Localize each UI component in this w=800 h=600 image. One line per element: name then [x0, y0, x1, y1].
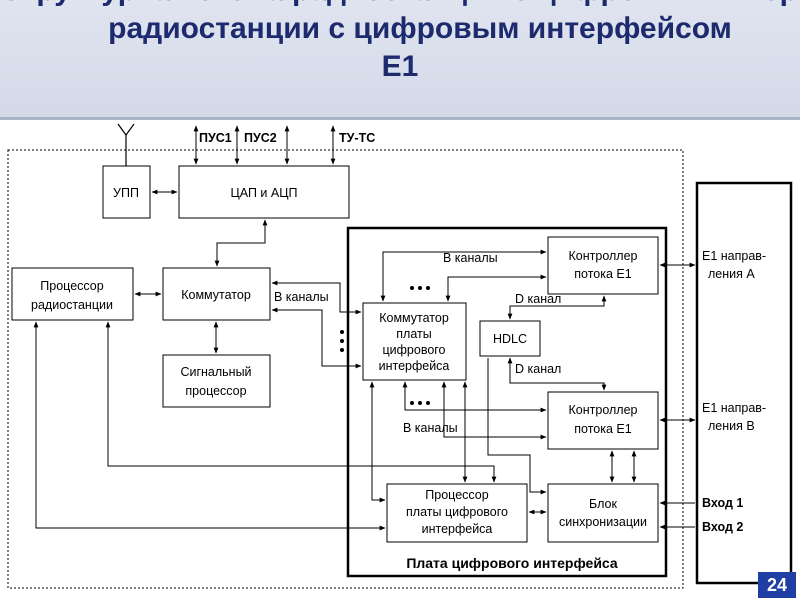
e1-controller-b-block — [547, 391, 659, 450]
e1-b-label-2: ления B — [708, 419, 755, 433]
upp-label: УПП — [113, 186, 139, 200]
pus2-label: ПУС2 — [244, 131, 277, 145]
input-1-label: Вход 1 — [702, 496, 743, 510]
board-processor-label-3: интерфейса — [422, 522, 493, 536]
radio-board-processor-link-1 — [33, 321, 386, 531]
board-switch-ctrl-a-link-2 — [445, 274, 547, 302]
d-channel-top-label: D канал — [515, 292, 561, 306]
ctrl-b-label-2: потока E1 — [574, 422, 631, 436]
b-channel-dots-top — [410, 286, 430, 290]
signal-processor-label-1: Сигнальный — [180, 365, 251, 379]
radio-processor-label-2: радиостанции — [31, 298, 113, 312]
ctrl-b-label-1: Контроллер — [569, 403, 638, 417]
input-2-label: Вход 2 — [702, 520, 743, 534]
page-number-badge: 24 — [758, 572, 796, 598]
board-switch-ctrl-a-link-1 — [380, 249, 547, 302]
e1-controller-a-block — [547, 236, 659, 295]
board-processor-block — [386, 483, 528, 543]
board-switch-ctrl-b-link-1 — [402, 381, 547, 413]
switch-block — [162, 267, 271, 321]
radio-processor-label-1: Процессор — [40, 279, 103, 293]
switch-label: Коммутатор — [181, 288, 251, 302]
slide-title-line-2: E1 — [381, 50, 419, 83]
antenna-icon — [117, 123, 135, 166]
pus1-label: ПУС1 — [199, 131, 232, 145]
title-band: Структурная схема радиостанции с цифровы… — [0, 0, 800, 120]
radio-processor-block — [11, 267, 134, 321]
hdlc-ctrl-b-link — [507, 357, 607, 391]
dac-adc-block — [178, 165, 350, 219]
board-caption: Плата цифрового интерфейса — [406, 555, 618, 571]
b-channels-top-label: B каналы — [443, 251, 498, 265]
ctrl-b-sync-link — [487, 358, 547, 495]
ctrl-a-label-2: потока E1 — [574, 267, 631, 281]
dac-switch-link-1 — [214, 219, 268, 267]
sync-label-2: синхронизации — [559, 515, 647, 529]
sync-block — [547, 483, 659, 543]
title-band-edge — [0, 117, 800, 120]
board-switch-label-4: интерфейса — [379, 359, 450, 373]
hdlc-ctrl-a-link — [507, 295, 607, 320]
e1-a-label-2: ления A — [708, 267, 755, 281]
e1-b-label-1: E1 направ- — [702, 401, 766, 415]
upp-block — [102, 165, 151, 219]
board-switch-label-1: Коммутатор — [379, 311, 449, 325]
dac-adc-label: ЦАП и АЦП — [231, 186, 298, 200]
d-channel-bottom-label: D канал — [515, 362, 561, 376]
board-processor-label-1: Процессор — [425, 488, 488, 502]
board-switch-processor-link — [369, 381, 386, 503]
slide-title-partial: Структурная схема радиостанции с цифровы… — [0, 0, 800, 8]
sync-label-1: Блок — [589, 497, 617, 511]
slide-title-line-1: радиостанции с цифровым интерфейсом — [108, 12, 732, 45]
board-processor-label-2: платы цифрового — [406, 505, 508, 519]
e1-lines-frame — [695, 181, 793, 585]
signal-processor-label-2: процессор — [185, 384, 246, 398]
b-channel-dots-left — [340, 330, 344, 352]
b-channels-left-label: B каналы — [274, 290, 329, 304]
ctrl-a-label-1: Контроллер — [569, 249, 638, 263]
tu-ts-label: ТУ-ТС — [339, 131, 375, 145]
b-channel-dots-bottom — [410, 401, 430, 405]
board-switch-label-2: платы — [396, 327, 431, 341]
hdlc-label: HDLC — [493, 332, 527, 346]
board-switch-label-3: цифрового — [382, 343, 445, 357]
outer-frame — [7, 149, 684, 589]
e1-a-label-1: E1 направ- — [702, 249, 766, 263]
radio-board-processor-link-2 — [105, 321, 497, 483]
signal-processor-block — [162, 354, 271, 408]
b-channels-bottom-label: B каналы — [403, 421, 458, 435]
